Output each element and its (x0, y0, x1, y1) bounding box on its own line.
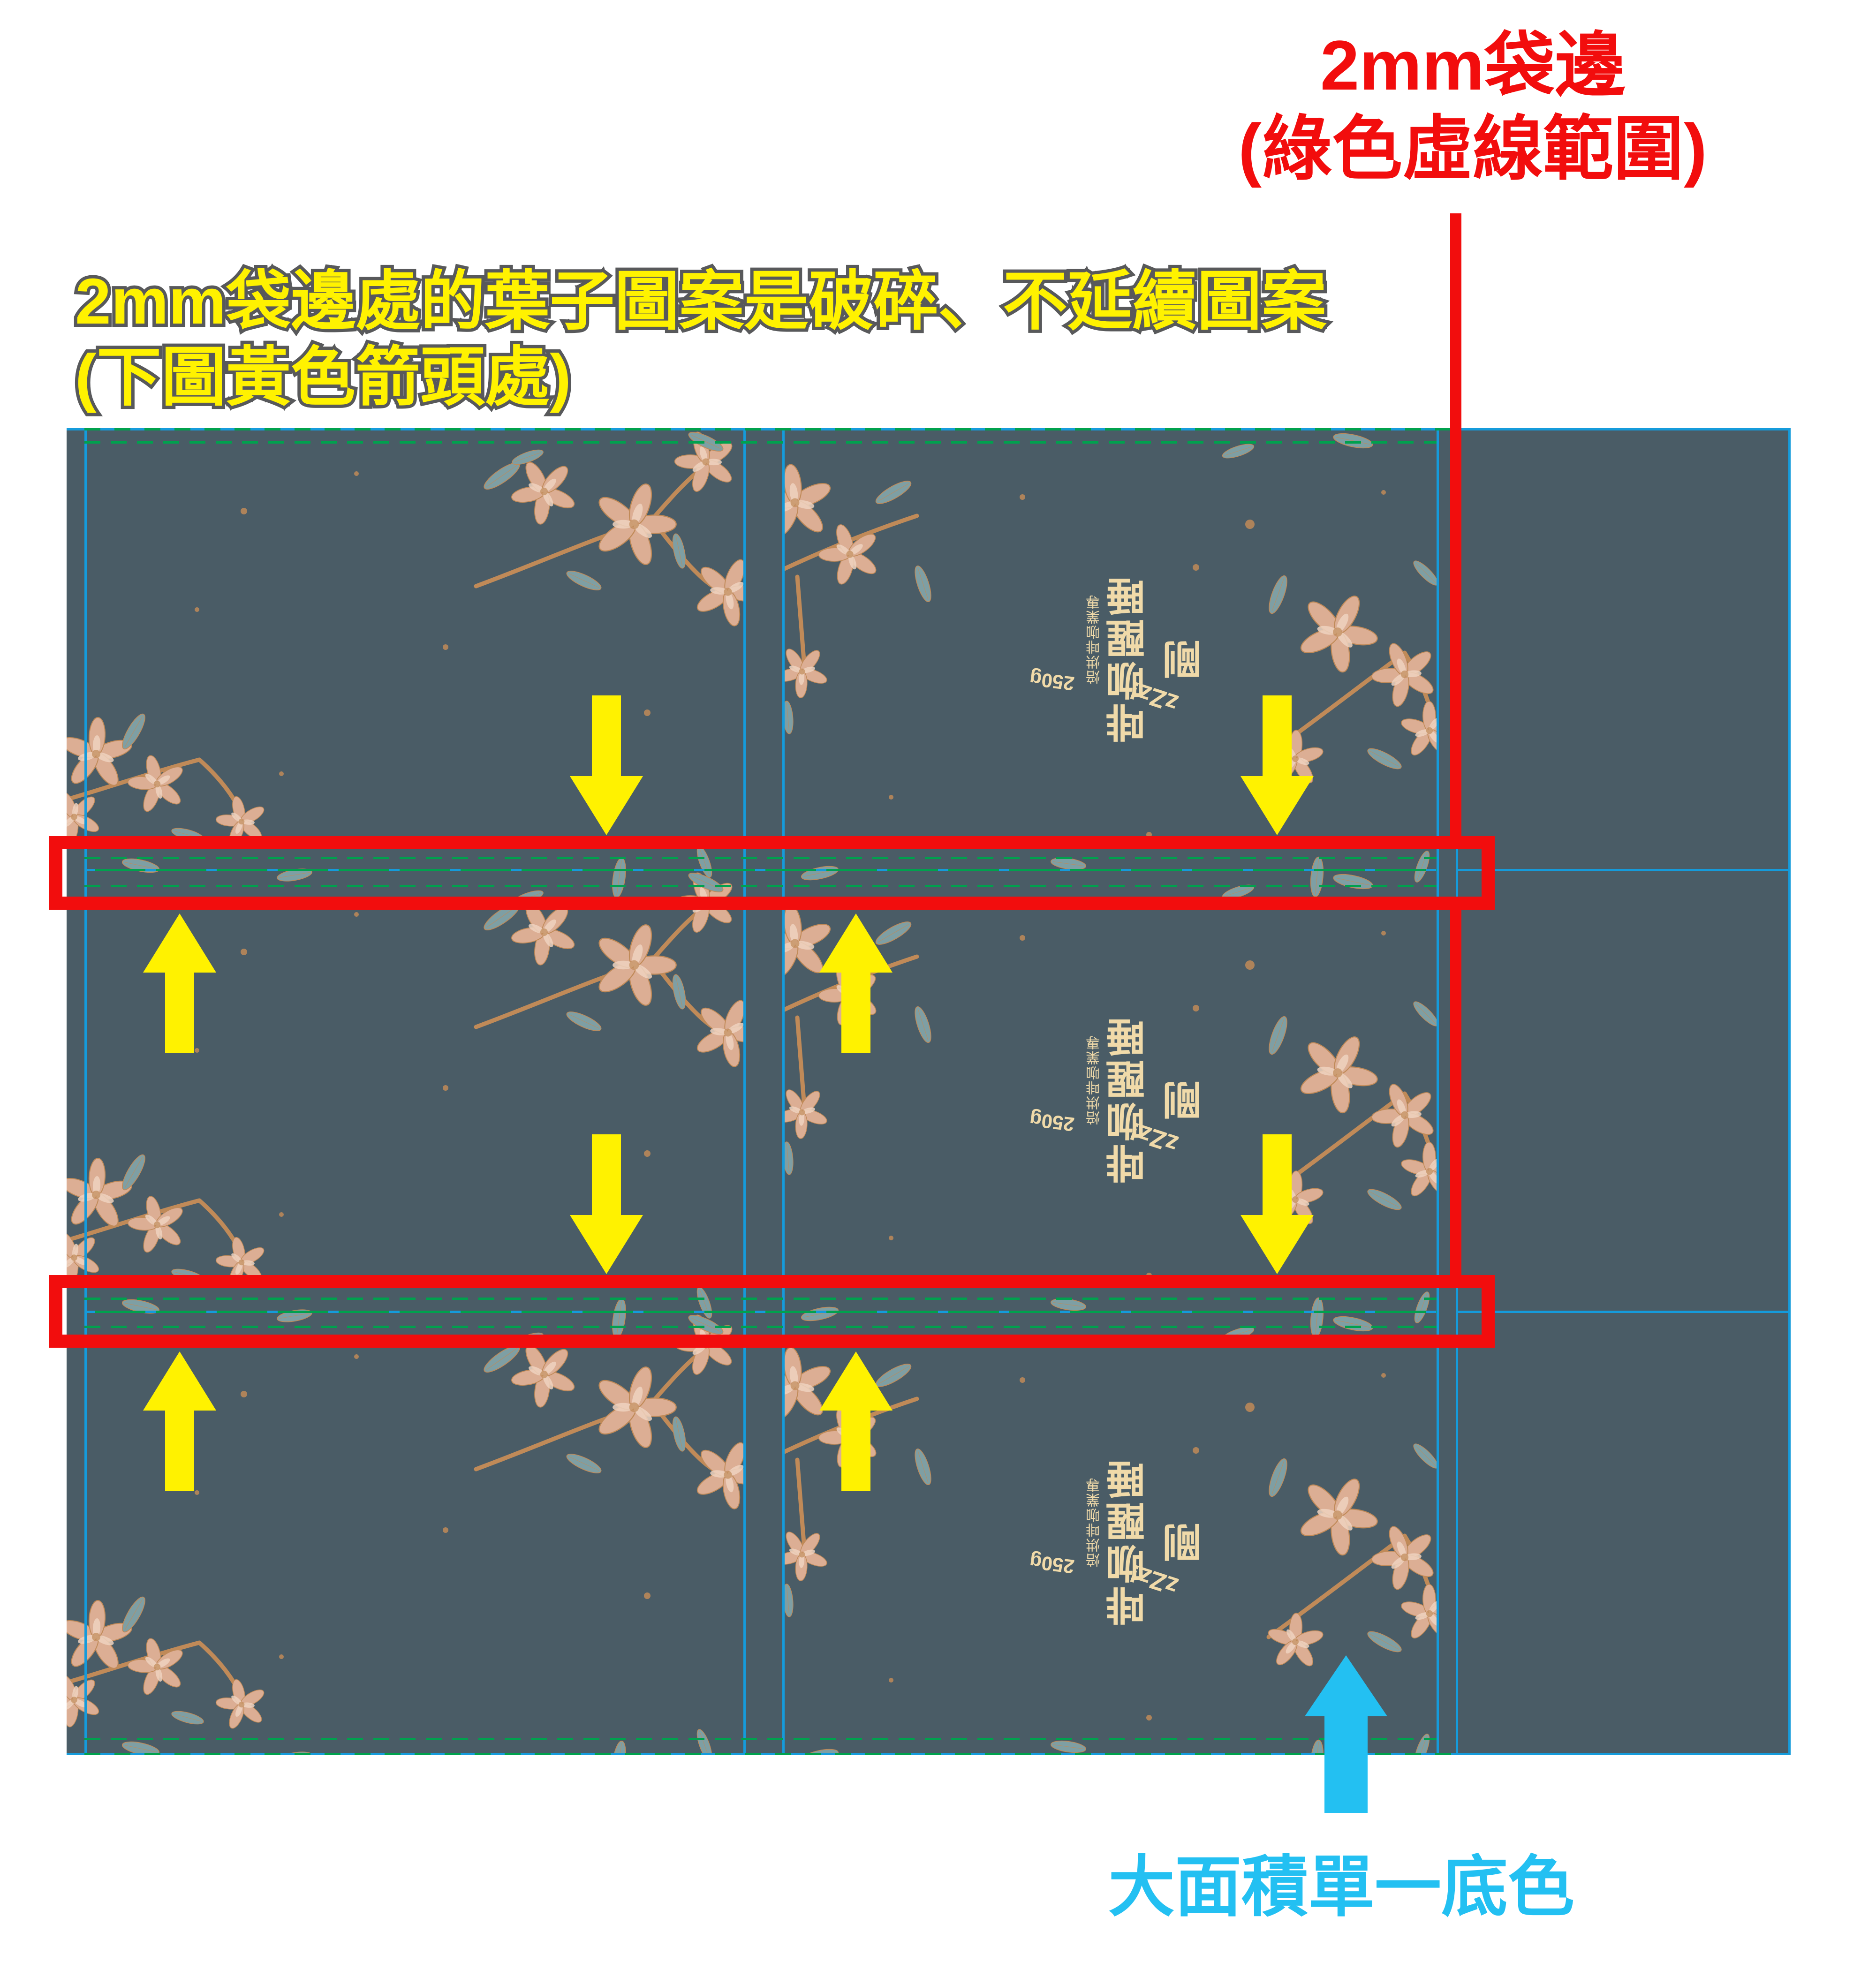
sheet-top-edge-line (67, 428, 1791, 430)
yellow-arrow-down-3 (570, 1134, 643, 1274)
bag-subtitle-row2: 焙烘啡咖業專 (1087, 1035, 1102, 1125)
yellow-arrow-up-3 (143, 1351, 216, 1491)
yellow-arrow-up-4 (819, 1351, 893, 1491)
bag-edge-dash-6 (84, 1738, 1437, 1740)
bag-subtitle-row3: 焙烘啡咖業專 (1087, 1477, 1102, 1567)
bag-edge-dash-5 (84, 1326, 1437, 1328)
bag-edge-dash-1 (84, 441, 1437, 444)
yellow-arrow-down-4 (1241, 1134, 1314, 1274)
row-cut-blue-dashes-2 (84, 1311, 1437, 1313)
bag-edge-dash-bottom-overlay (84, 1753, 1454, 1755)
row-cut-blue-dashes-1 (84, 869, 1437, 871)
cyan-arrow-up (1305, 1655, 1387, 1813)
callout-line-top (1450, 213, 1461, 837)
bag-title-row1: 啡咖醒睡剛 (1106, 574, 1207, 743)
floral-pattern-col1 (42, 418, 774, 1781)
sheet-bottom-edge-line (67, 1753, 1791, 1755)
cut-line-col1-right (743, 429, 746, 1754)
bag-edge-dash-4 (84, 1298, 1437, 1300)
highlight-band-2 (49, 1275, 1495, 1348)
row-cut-line-1 (84, 869, 1437, 871)
cut-line-col3-right (1788, 429, 1791, 1754)
note-broken-leaf-line1: 2mm袋邊處的葉子圖案是破碎、不延續圖案 (72, 262, 1330, 341)
note-broken-leaf: 2mm袋邊處的葉子圖案是破碎、不延續圖案 (下圖黃色箭頭處) (72, 262, 1330, 417)
highlight-band-1 (49, 836, 1495, 910)
yellow-arrow-up-2 (819, 913, 893, 1053)
cut-line-col2-left (782, 429, 785, 1754)
bag-title-row2: 啡咖醒睡剛 (1106, 1015, 1207, 1184)
col3-divider-2 (1456, 1311, 1791, 1313)
bag-edge-dash-3 (84, 885, 1437, 887)
yellow-arrow-down-1 (570, 695, 643, 835)
cut-line-col1-left (84, 429, 87, 1754)
note-broken-leaf-line2: (下圖黃色箭頭處) (72, 338, 575, 417)
cut-line-col2-right (1437, 429, 1439, 1754)
bag-title-row3: 啡咖醒睡剛 (1106, 1457, 1207, 1626)
col3-divider-1 (1456, 869, 1791, 871)
note-bag-edge: 2mm袋邊 (綠色虛線範圍) (1126, 23, 1820, 190)
row-cut-line-2 (84, 1311, 1437, 1313)
note-bag-edge-line2: (綠色虛線範圍) (1238, 109, 1707, 188)
yellow-arrow-down-2 (1241, 695, 1314, 835)
bag-edge-dash-top-overlay (84, 428, 1454, 430)
bag-subtitle-row1: 焙烘啡咖業專 (1087, 594, 1102, 684)
artwork-sheet (67, 429, 1791, 1754)
yellow-arrow-up-1 (143, 913, 216, 1053)
note-bag-edge-line1: 2mm袋邊 (1320, 26, 1626, 105)
note-base-color: 大面積單一底色 (1108, 1850, 1574, 1924)
bag-edge-dash-2 (84, 857, 1437, 859)
callout-line-bottom (1450, 909, 1461, 1276)
